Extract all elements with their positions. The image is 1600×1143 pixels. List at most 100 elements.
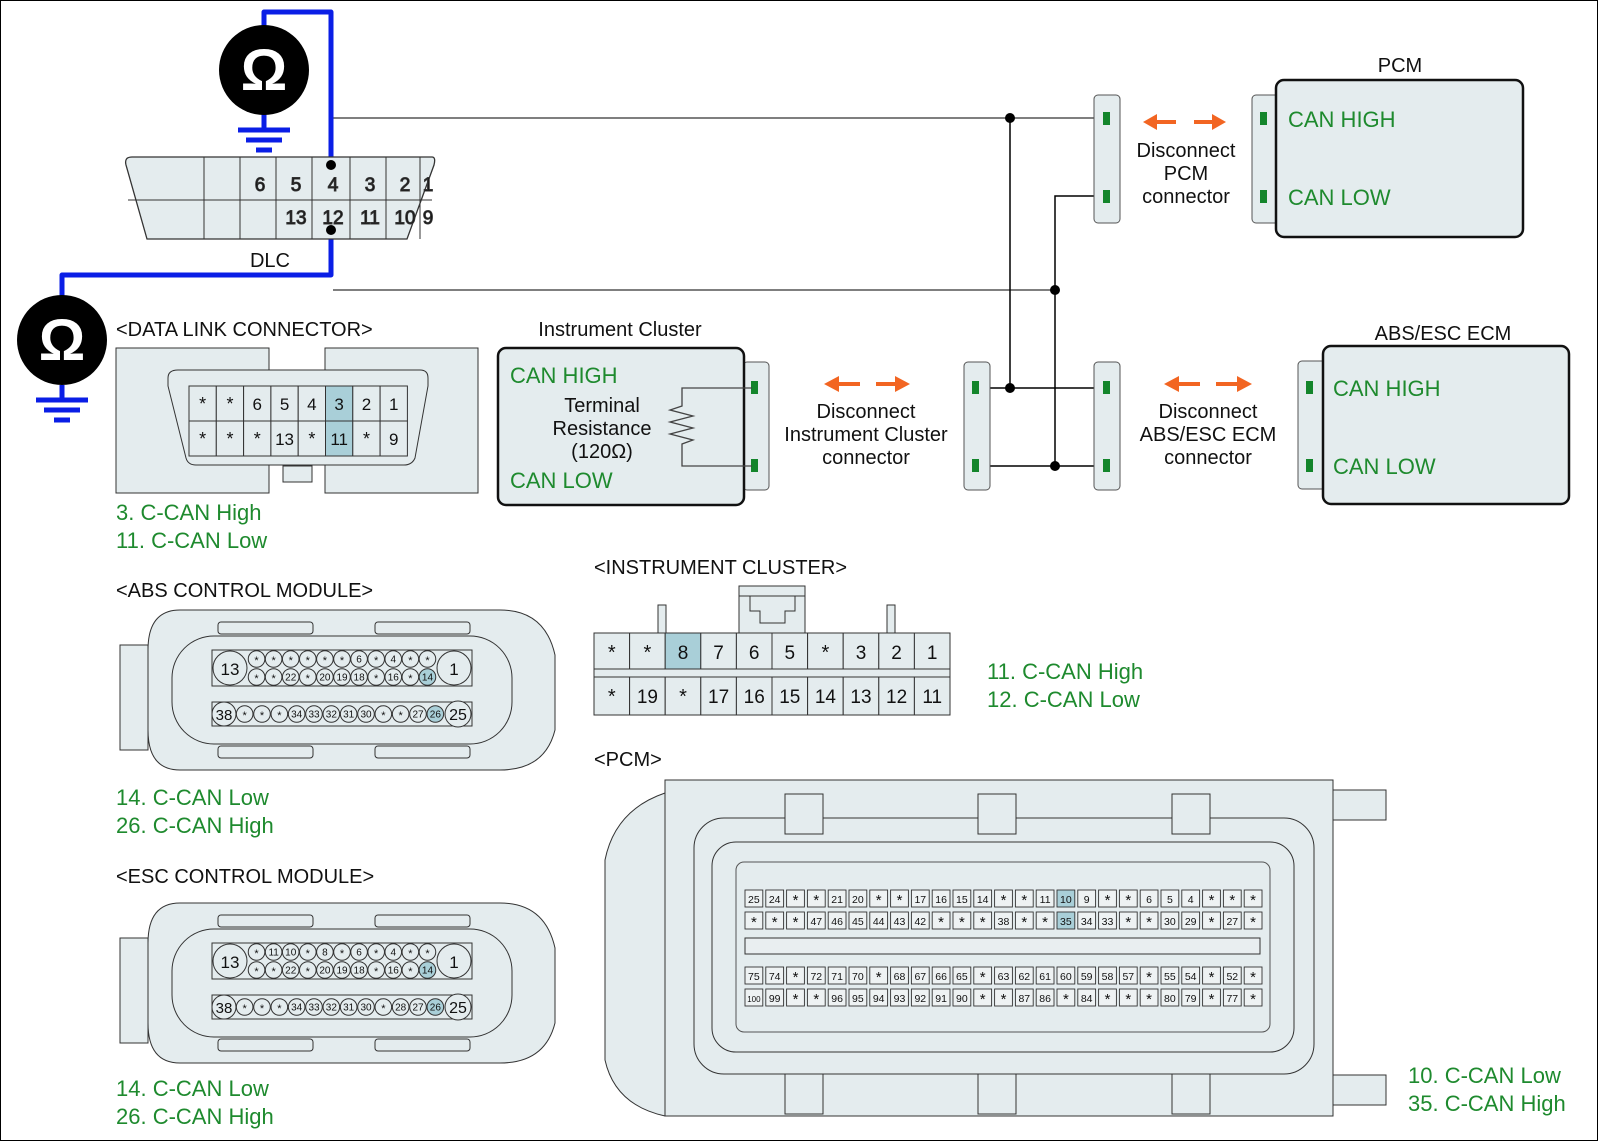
pin-label: 22 bbox=[285, 966, 297, 977]
pin-label: 86 bbox=[1039, 993, 1051, 1005]
pin-cell bbox=[786, 988, 805, 1007]
pin-cell bbox=[352, 420, 381, 457]
pin-cell bbox=[973, 988, 993, 1007]
pin-cell bbox=[1243, 911, 1263, 930]
pin-label: 6 bbox=[356, 655, 362, 666]
pin-cell bbox=[827, 911, 847, 930]
pin-label: * bbox=[271, 673, 276, 685]
pin-label: * bbox=[306, 655, 311, 667]
pin-label: * bbox=[289, 655, 294, 667]
pin-label: * bbox=[897, 892, 903, 909]
pin-label: 94 bbox=[873, 993, 885, 1005]
pin-cell bbox=[827, 889, 847, 908]
pin-cell bbox=[807, 676, 844, 716]
pin-label: 6 bbox=[253, 395, 262, 414]
pin-label: * bbox=[822, 642, 830, 664]
pin-label: 1 bbox=[449, 953, 458, 972]
pin-label: * bbox=[679, 686, 687, 708]
pin-label: * bbox=[271, 966, 276, 978]
pin-label: 95 bbox=[852, 993, 864, 1005]
pin-cell bbox=[842, 632, 880, 670]
pin-label: * bbox=[1146, 969, 1152, 986]
pin-cell bbox=[910, 988, 930, 1007]
pin-label: 17 bbox=[914, 894, 926, 906]
instrument-cluster-note-high: 11. C-CAN High bbox=[987, 659, 1143, 684]
pin bbox=[235, 705, 254, 723]
instrument-cluster-title: <INSTRUMENT CLUSTER> bbox=[594, 557, 847, 579]
pin bbox=[409, 998, 427, 1016]
pin-label: 15 bbox=[956, 894, 968, 906]
pin-label: * bbox=[1209, 914, 1215, 931]
pin-label: * bbox=[1250, 914, 1256, 931]
pin-cell bbox=[744, 988, 764, 1007]
cluster-disconnect-line3: connector bbox=[822, 447, 910, 469]
pin-label: 65 bbox=[956, 971, 968, 983]
pcm-face-title: <PCM> bbox=[594, 749, 662, 771]
pin-cell bbox=[1056, 966, 1076, 985]
pin-label: * bbox=[260, 1003, 265, 1015]
pin-cell bbox=[913, 632, 951, 670]
pin bbox=[253, 998, 271, 1016]
pin bbox=[339, 705, 358, 723]
pin-label: 13 bbox=[850, 687, 871, 708]
pin-label: 34 bbox=[1081, 916, 1093, 928]
dlc-pin-label: 4 bbox=[328, 175, 339, 196]
pin-label: * bbox=[374, 966, 379, 978]
pin-label: 59 bbox=[1081, 971, 1093, 983]
ohmmeter-icon bbox=[219, 25, 309, 115]
pin-cell bbox=[297, 420, 327, 457]
pin-cell bbox=[765, 889, 785, 908]
pin-cell bbox=[188, 420, 217, 457]
pin-cell bbox=[848, 988, 868, 1007]
pin-cell bbox=[1035, 988, 1055, 1007]
pin-cell bbox=[664, 676, 702, 716]
abs-esc-can-low: CAN LOW bbox=[1333, 454, 1436, 479]
pin-label: 16 bbox=[388, 966, 400, 977]
abs-title: <ABS CONTROL MODULE> bbox=[116, 580, 373, 602]
pin-label: 20 bbox=[319, 673, 331, 684]
pin-label: 68 bbox=[894, 971, 906, 983]
disconnect-arrows-abs-esc bbox=[1164, 376, 1252, 392]
pin-cell bbox=[744, 889, 764, 908]
pin-label: 10 bbox=[1060, 894, 1072, 906]
abs-esc-disconnect-line2: ABS/ESC ECM bbox=[1140, 424, 1277, 446]
resistance-line2: Resistance bbox=[553, 418, 652, 440]
pin-label: 25 bbox=[449, 1000, 467, 1017]
pin-label: * bbox=[226, 394, 233, 414]
pin-label: 1 bbox=[449, 660, 458, 679]
pin-cell bbox=[952, 966, 972, 985]
pin-cell bbox=[1014, 889, 1034, 908]
highlighted-pin bbox=[418, 961, 437, 979]
pin-cell bbox=[931, 889, 951, 908]
pin-label: * bbox=[813, 892, 819, 909]
pin-label: 10 bbox=[285, 948, 297, 959]
pcm-disconnect-line2: PCM bbox=[1164, 163, 1208, 185]
pcm-disconnect-line1: Disconnect bbox=[1137, 140, 1236, 162]
pin-label: * bbox=[408, 673, 413, 685]
pin-label: 19 bbox=[336, 966, 348, 977]
pin-cell bbox=[593, 676, 631, 716]
pin-label: * bbox=[199, 429, 206, 449]
pin-cell bbox=[1243, 966, 1263, 985]
pin-label: 38 bbox=[998, 916, 1010, 928]
pin-cell bbox=[994, 966, 1013, 985]
pin-label: 5 bbox=[785, 643, 796, 664]
abs-esc-box bbox=[1321, 344, 1571, 506]
pin-label: 4 bbox=[1188, 894, 1194, 906]
resistance-line1: Terminal bbox=[564, 395, 640, 417]
pin-cell bbox=[931, 911, 951, 930]
pin-label: 5 bbox=[280, 395, 289, 414]
pcm-harness-connector bbox=[1093, 94, 1121, 224]
pin-label: * bbox=[1105, 991, 1111, 1008]
can-low-vertical bbox=[1054, 195, 1102, 466]
pin-label: * bbox=[254, 966, 259, 978]
pin-cell bbox=[1181, 966, 1201, 985]
ground-icon bbox=[36, 397, 88, 423]
pin-label: 3 bbox=[334, 395, 343, 414]
pin-cell bbox=[1035, 889, 1055, 908]
pin bbox=[374, 705, 393, 723]
pin-label: 61 bbox=[1039, 971, 1051, 983]
